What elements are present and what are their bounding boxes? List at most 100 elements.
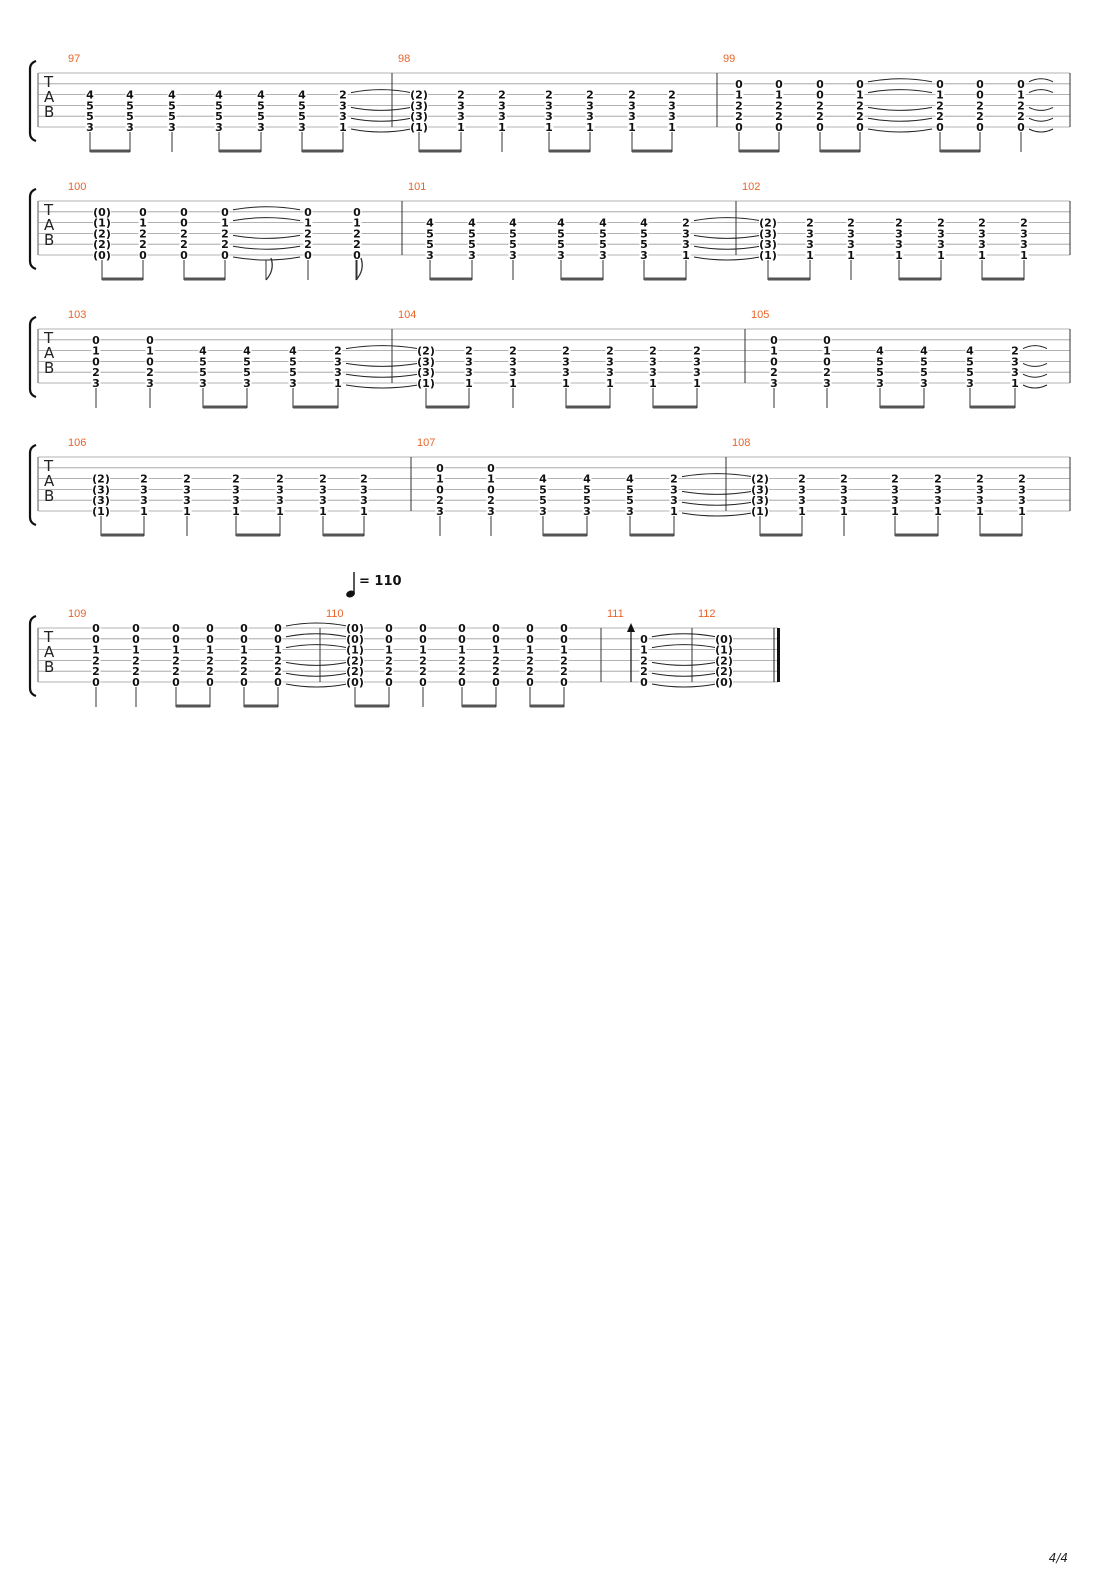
fret-number: 3 bbox=[934, 483, 942, 496]
rhythm-beam bbox=[739, 149, 779, 153]
fret-number: 2 bbox=[526, 665, 534, 678]
measure-number: 109 bbox=[68, 608, 86, 620]
fret-mask bbox=[467, 229, 477, 240]
fret-mask bbox=[639, 240, 649, 251]
fret-mask bbox=[751, 507, 769, 517]
fret-number: 2 bbox=[353, 227, 361, 240]
fret-mask bbox=[384, 634, 394, 645]
fret-number: 3 bbox=[682, 227, 690, 240]
staff-system: TAB106(2)(3)(3)(1)2331233123312331233123… bbox=[28, 437, 1071, 537]
rhythm-beam bbox=[653, 405, 697, 409]
fret-number: 3 bbox=[823, 377, 831, 390]
tab-clef-letter: A bbox=[44, 344, 55, 362]
fret-number: 2 bbox=[92, 366, 100, 379]
fret-number: 0 bbox=[132, 622, 140, 635]
fret-number: 4 bbox=[199, 345, 207, 358]
fret-mask bbox=[297, 101, 307, 112]
fret-mask bbox=[303, 240, 313, 251]
chord: (2)(3)(3)(1) bbox=[751, 473, 802, 537]
fret-number: 4 bbox=[583, 473, 591, 486]
fret-mask bbox=[822, 379, 832, 389]
fret-number: 1 bbox=[934, 505, 942, 518]
tie-arc bbox=[1028, 106, 1054, 111]
rhythm-beam bbox=[880, 405, 924, 409]
fret-mask bbox=[627, 90, 637, 101]
tie-arc bbox=[651, 633, 717, 638]
tie-arc bbox=[232, 206, 301, 211]
fret-number: 2 bbox=[334, 345, 342, 358]
fret-number: 5 bbox=[199, 355, 207, 368]
fret-mask bbox=[648, 368, 658, 379]
fret-number: 0 bbox=[976, 78, 984, 91]
fret-number: (2) bbox=[417, 345, 435, 358]
fret-mask bbox=[497, 112, 507, 123]
fret-mask bbox=[179, 218, 189, 229]
fret-number: 2 bbox=[640, 665, 648, 678]
fret-number: 2 bbox=[360, 473, 368, 486]
fret-number: 3 bbox=[562, 355, 570, 368]
fret-mask bbox=[456, 123, 466, 133]
rhythm-beam bbox=[768, 277, 810, 281]
rhythm-beam bbox=[244, 704, 278, 708]
fret-number: 0 bbox=[304, 249, 312, 262]
fret-mask bbox=[559, 645, 569, 656]
fret-number: 5 bbox=[599, 227, 607, 240]
chord: (2)(3)(3)(1) bbox=[410, 89, 461, 153]
fret-number: 3 bbox=[298, 121, 306, 134]
fret-number: 1 bbox=[775, 89, 783, 102]
fret-mask bbox=[582, 485, 592, 496]
fret-mask bbox=[815, 101, 825, 112]
fret-mask bbox=[384, 656, 394, 667]
tie-arc bbox=[232, 245, 301, 250]
fret-mask bbox=[205, 645, 215, 656]
fret-mask bbox=[457, 624, 467, 634]
rhythm-beam bbox=[102, 277, 143, 281]
fret-number: 3 bbox=[586, 99, 594, 112]
fret-mask bbox=[220, 240, 230, 251]
fret-number: 1 bbox=[770, 345, 778, 358]
fret-mask bbox=[131, 656, 141, 667]
fret-mask bbox=[933, 485, 943, 496]
fret-number: (3) bbox=[751, 483, 769, 496]
fret-number: 0 bbox=[976, 89, 984, 102]
fret-mask bbox=[171, 667, 181, 678]
fret-number: 1 bbox=[183, 505, 191, 518]
fret-mask bbox=[715, 656, 733, 667]
fret-number: 2 bbox=[670, 473, 678, 486]
fret-mask bbox=[625, 485, 635, 496]
tie-arc bbox=[651, 683, 717, 688]
fret-mask bbox=[681, 218, 691, 229]
fret-number: 0 bbox=[458, 622, 466, 635]
fret-number: 2 bbox=[140, 473, 148, 486]
fret-mask bbox=[303, 218, 313, 229]
tie-arc bbox=[681, 473, 753, 478]
fret-number: 3 bbox=[557, 249, 565, 262]
fret-mask bbox=[544, 123, 554, 133]
fret-number: 3 bbox=[140, 494, 148, 507]
fret-number: 1 bbox=[891, 505, 899, 518]
fret-number: 4 bbox=[426, 217, 434, 230]
fret-mask bbox=[692, 346, 702, 357]
fret-mask bbox=[627, 123, 637, 133]
tie-arc bbox=[1022, 384, 1048, 389]
fret-mask bbox=[491, 656, 501, 667]
upstroke-arrow-icon bbox=[627, 623, 635, 632]
fret-mask bbox=[318, 474, 328, 485]
fret-number: 0 bbox=[92, 622, 100, 635]
rhythm-beam bbox=[355, 704, 389, 708]
fret-number: 2 bbox=[385, 665, 393, 678]
fret-number: 5 bbox=[243, 366, 251, 379]
fret-mask bbox=[205, 667, 215, 678]
fret-mask bbox=[681, 229, 691, 240]
